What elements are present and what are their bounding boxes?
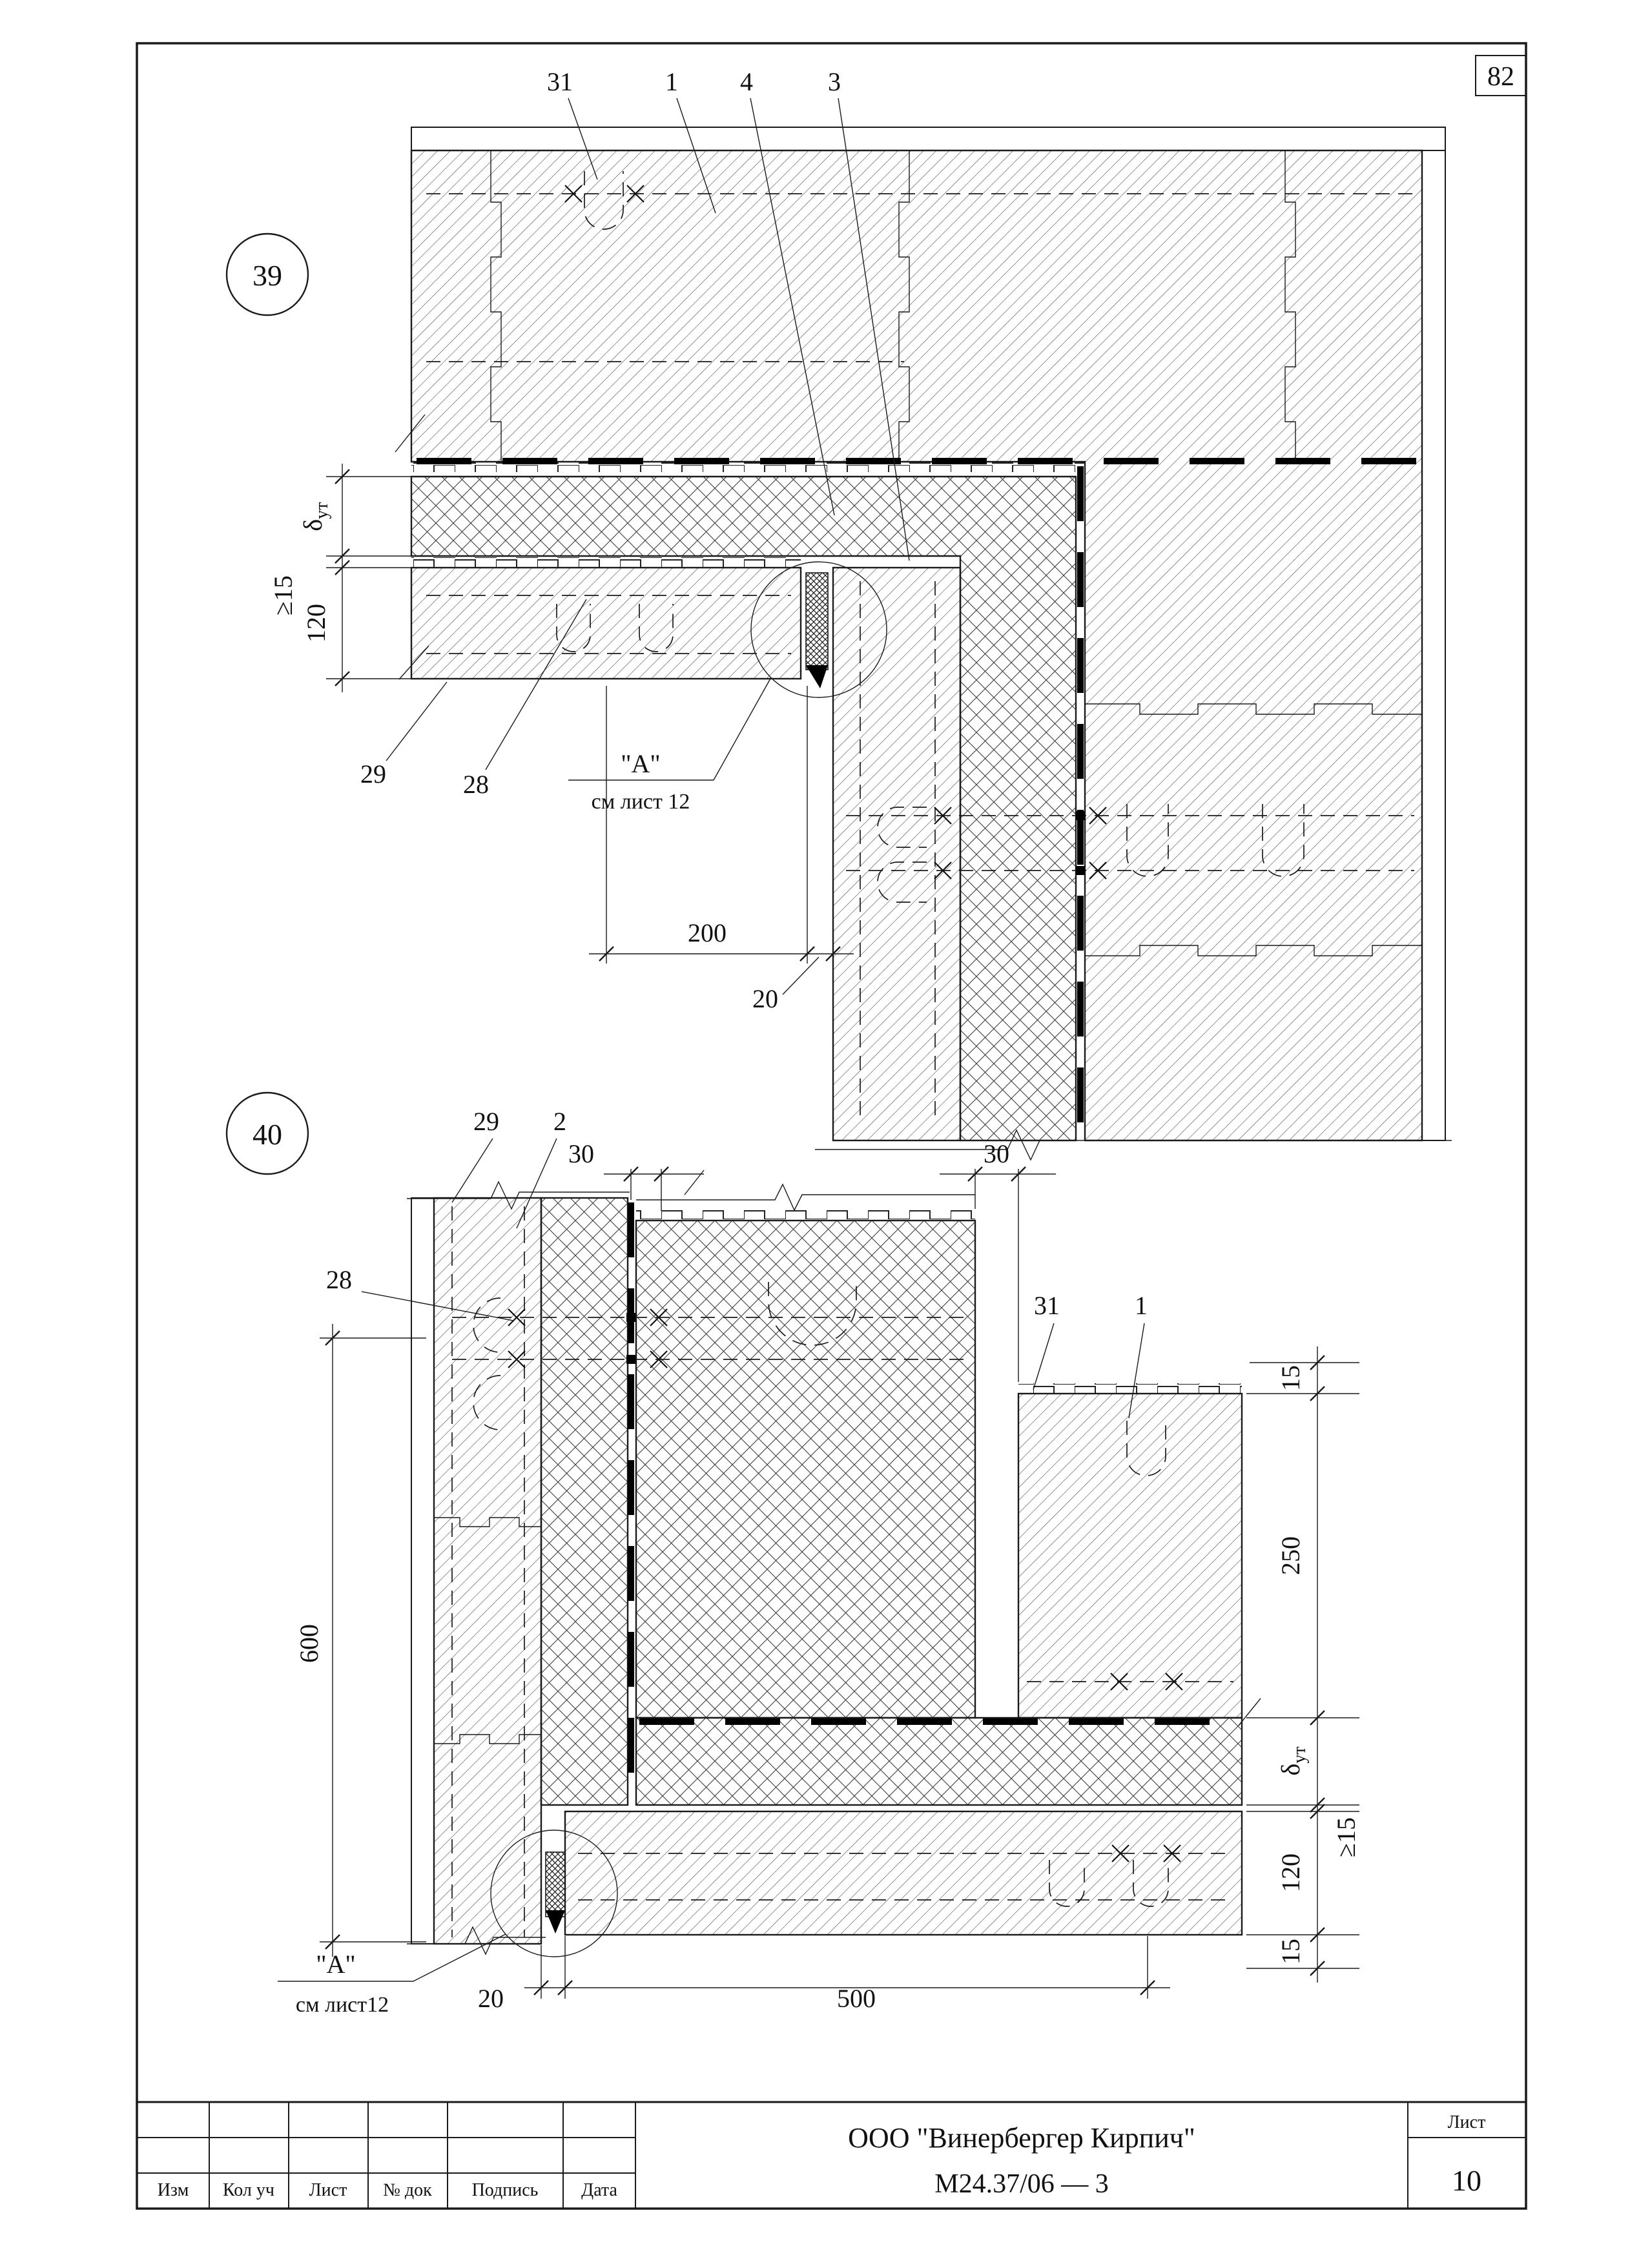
sheet-word: Лист [1448,2112,1486,2132]
d40-sealant-joint [545,1851,566,1917]
stamp-col-dok: № док [383,2180,432,2200]
d40-insulation-vertical [540,1197,629,1806]
d40-dim-delta-ut: δут [1276,1746,1310,1775]
stamp-col-data: Дата [581,2180,617,2200]
d39-dim-200: 200 [688,918,727,947]
d40-callout-31: 31 [1034,1291,1060,1320]
d39-inner-leaf-horizontal [410,566,802,680]
d39-dim-delta-ut: δут [298,502,332,531]
d40-dim-250: 250 [1276,1536,1305,1575]
d39-dim-20: 20 [752,984,778,1013]
d39-callout-3: 3 [828,67,841,96]
d40-corner-block [635,1219,976,1719]
detail-40-number: 40 [253,1118,282,1151]
d39-node-ref: см лист 12 [592,790,690,814]
d40-dim-15-top: 15 [1276,1365,1305,1391]
d39-inner-leaf-vertical [832,566,962,1142]
d39-dim-120: 120 [302,604,331,643]
d40-facing-strip [411,1197,435,1944]
d40-dim-ge15: ≥15 [1332,1817,1361,1857]
d39-callout-28: 28 [463,770,489,799]
d40-dim-600: 600 [294,1624,324,1663]
stamp-col-izm: Изм [158,2180,189,2200]
d40-dim-30-right: 30 [984,1139,1009,1168]
d40-callout-2: 2 [553,1107,566,1136]
detail-40: 40 [225,1091,1361,2017]
stamp-col-list: Лист [309,2180,347,2200]
d39-node-circle [750,561,887,698]
page-number-box: 82 [1475,55,1527,96]
d40-callout-1: 1 [1135,1291,1148,1320]
sheet-frame: 82 [136,42,1527,2210]
d39-callout-4: 4 [740,67,753,96]
d40-dim-20: 20 [478,1984,504,2013]
d39-callout-29: 29 [360,759,386,789]
d40-dim-500: 500 [837,1984,876,2013]
stamp-col-podpis: Подпись [472,2180,539,2200]
sheet-number: 10 [1452,2164,1481,2197]
d40-node-circle [490,1830,618,1957]
d40-node-ref: см лист12 [296,1993,389,2017]
document-number: М24.37/06 — 3 [934,2169,1109,2199]
stamp-col-koluch: Кол уч [223,2180,274,2200]
d40-callout-29: 29 [473,1107,499,1136]
company-name: ООО "Винербергер Кирпич" [848,2122,1195,2154]
d39-facing-strip-top [411,127,1446,151]
d39-callout-1: 1 [665,67,678,96]
d40-right-leaf [1017,1392,1243,1719]
d40-dim-120: 120 [1276,1853,1305,1892]
d40-dim-30-left: 30 [568,1139,594,1168]
d40-dim-15-bottom: 15 [1276,1939,1305,1964]
d39-facing-strip-right [1421,150,1446,1141]
d40-callout-28: 28 [326,1265,352,1294]
d39-dim-ge15: ≥15 [269,575,298,615]
d39-sealant-joint [805,572,829,670]
title-block: Изм Кол уч Лист № док Подпись Дата ООО "… [137,2101,1526,2209]
d39-callout-31: 31 [547,67,573,96]
d40-inner-leaf [564,1810,1243,1936]
detail-39-number: 39 [253,259,282,292]
detail-40-bubble [225,1091,309,1175]
d39-node-label: "А" [621,749,661,778]
d40-insulation-horizontal [635,1716,1243,1806]
d40-node-label: "А" [316,1950,356,1979]
detail-39-bubble [225,232,309,316]
page-number: 82 [1487,62,1514,92]
detail-39: 39 [225,67,1452,1161]
